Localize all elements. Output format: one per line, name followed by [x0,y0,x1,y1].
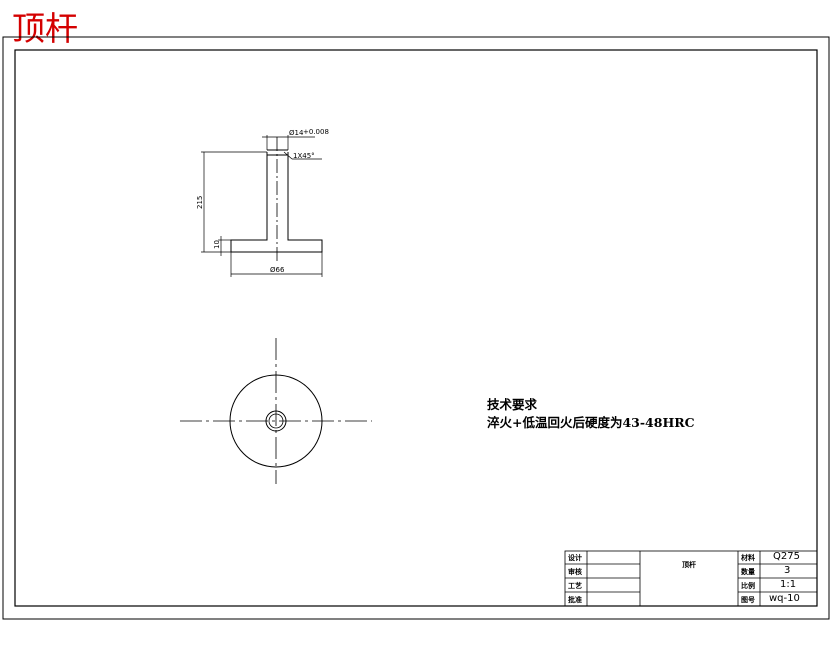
material-label: 材料 [741,554,755,562]
front-view [230,137,323,262]
approved-label: 批准 [568,596,582,604]
process-label: 工艺 [568,582,582,590]
top-view [180,338,372,484]
dim-chamfer: 1X45° [293,152,315,160]
drawing-no-label: 图号 [741,596,755,604]
checked-label: 审核 [568,568,582,576]
scale-label: 比例 [741,582,755,590]
tech-line-1: 淬火+低温回火后硬度为43-48HRC [487,415,695,430]
dim-top-tolerance: +0.008 [303,128,329,136]
title-block [564,550,818,607]
quantity-label: 数量 [741,568,755,576]
designed-label: 设计 [568,554,582,562]
dim-height: 215 [196,196,204,209]
dim-flange-height: 10 [213,240,221,249]
quantity-value: 3 [784,565,791,576]
scale-value: 1:1 [780,579,797,590]
drawing-no-value: wq-10 [769,593,800,604]
dim-top-diameter: Ø14 [289,129,304,137]
part-name: 顶杆 [682,561,696,569]
front-dimensions [201,135,323,277]
drawing-title: 顶杆 [12,9,78,48]
technical-requirements: 技术要求 淬火+低温回火后硬度为43-48HRC [487,396,695,432]
outer-frame [2,36,830,620]
part-outline [230,152,323,253]
material-value: Q275 [773,551,800,562]
dim-base-diameter: Ø66 [270,266,285,274]
tech-heading: 技术要求 [487,397,538,412]
inner-frame [14,49,818,607]
